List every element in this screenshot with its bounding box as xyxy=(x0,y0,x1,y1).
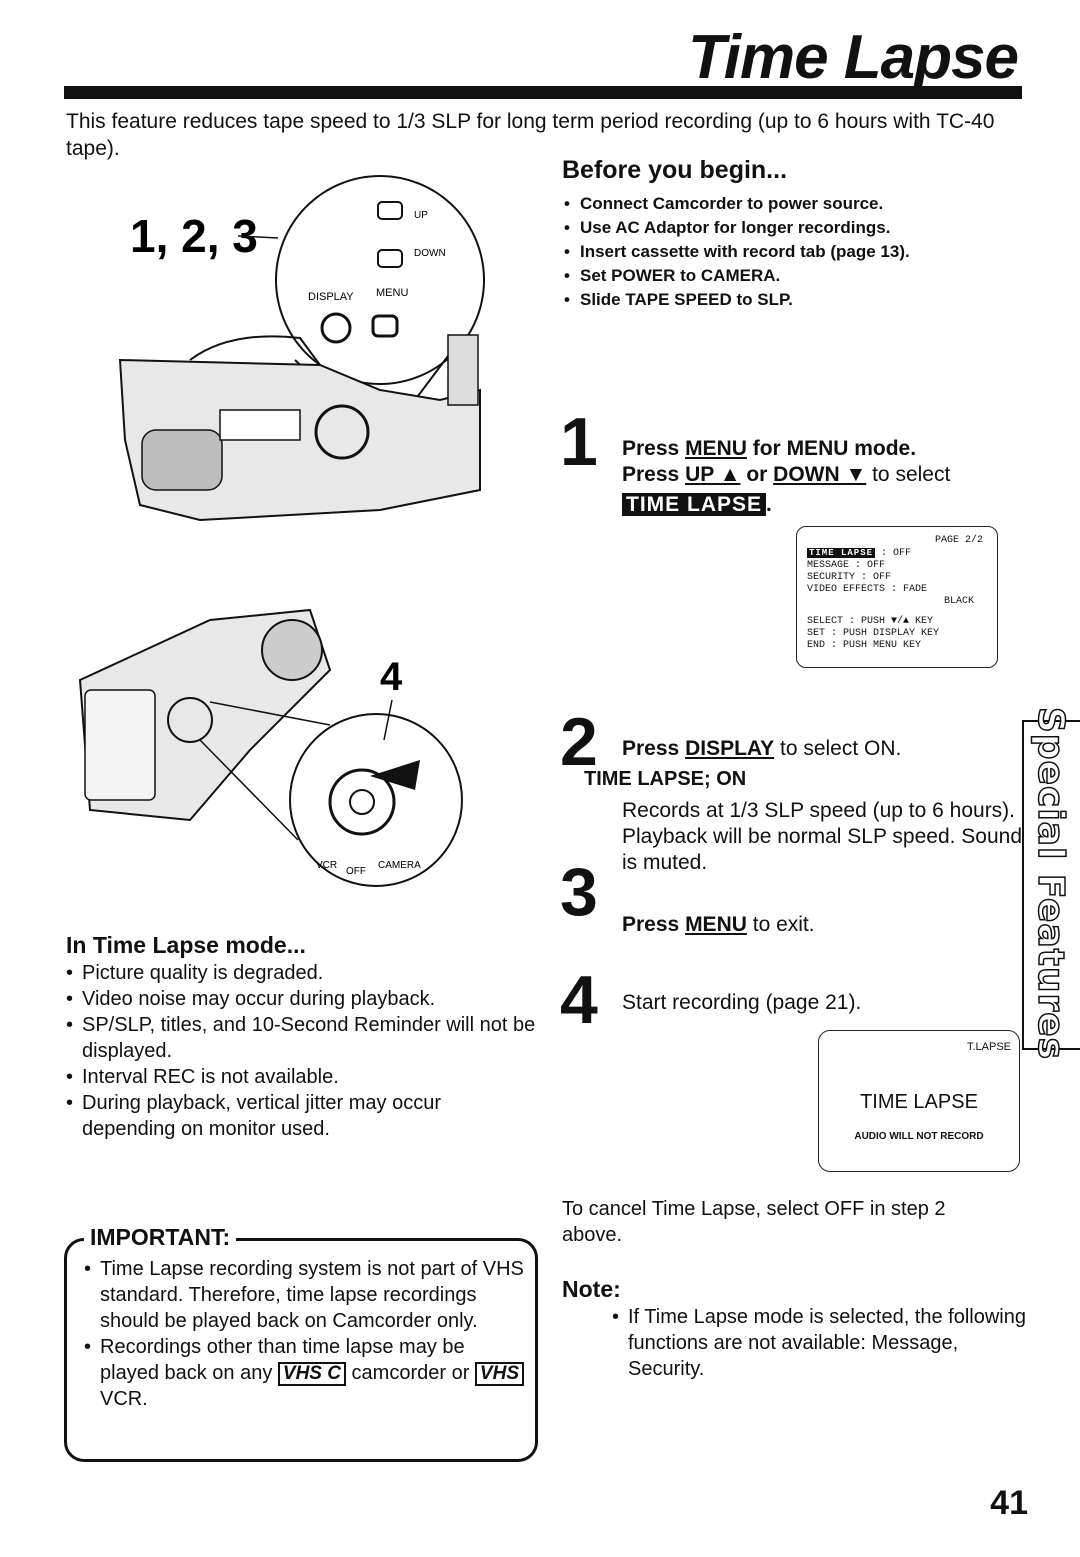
list-item: Time Lapse recording system is not part … xyxy=(84,1256,524,1334)
svg-text:MENU: MENU xyxy=(376,287,408,299)
time-lapse-mode-heading: In Time Lapse mode... xyxy=(66,932,306,958)
list-item: Interval REC is not available. xyxy=(66,1064,536,1090)
list-item: Set POWER to CAMERA. xyxy=(564,264,910,288)
note-heading: Note: xyxy=(562,1276,621,1302)
section-tab-label: Special Features xyxy=(1030,706,1073,1061)
list-item: Recordings other than time lapse may be … xyxy=(84,1334,524,1412)
title-rule xyxy=(64,86,1022,99)
time-lapse-mode-list: Picture quality is degraded. Video noise… xyxy=(66,960,536,1142)
time-lapse-highlight: TIME LAPSE xyxy=(622,493,767,516)
down-button-icon xyxy=(377,249,403,268)
step-2-desc: Records at 1/3 SLP speed (up to 6 hours)… xyxy=(622,799,1023,874)
page-title: Time Lapse xyxy=(687,23,1019,92)
cancel-text: To cancel Time Lapse, select OFF in step… xyxy=(562,1198,946,1246)
intro-text: This feature reduces tape speed to 1/3 S… xyxy=(66,110,995,160)
list-item: Insert cassette with record tab (page 13… xyxy=(564,240,910,264)
button-callout-circle xyxy=(275,175,485,385)
svg-text:DOWN: DOWN xyxy=(414,248,446,259)
step-2-number: 2 xyxy=(560,704,598,780)
list-item: Use AC Adaptor for longer recordings. xyxy=(564,216,910,240)
menu-button-icon xyxy=(371,314,399,338)
figure2-callout: 4 xyxy=(380,655,403,699)
before-you-begin-heading: Before you begin... xyxy=(562,156,788,184)
step-4-text: Start recording (page 21). xyxy=(622,991,862,1014)
list-item: Picture quality is degraded. xyxy=(66,960,536,986)
up-button-icon xyxy=(377,201,403,220)
camcorder-buttons-illustration: 1, 2, 3 UP DOWN DISPLAY MENU xyxy=(118,175,485,522)
svg-text:OFF: OFF xyxy=(346,866,366,877)
important-box xyxy=(64,1238,538,1462)
svg-text:DISPLAY: DISPLAY xyxy=(308,291,354,303)
step-2-sub: TIME LAPSE; ON xyxy=(584,768,747,790)
important-heading: IMPORTANT: xyxy=(84,1224,237,1251)
vhs-logo: VHS xyxy=(474,1362,524,1386)
switch-callout-circle xyxy=(289,713,463,887)
list-item: SP/SLP, titles, and 10-Second Reminder w… xyxy=(66,1012,536,1064)
step-3-number: 3 xyxy=(560,854,598,930)
page-number: 41 xyxy=(990,1484,1028,1522)
time-lapse-screen: T.LAPSE TIME LAPSE AUDIO WILL NOT RECORD xyxy=(818,1030,1020,1172)
step-1-text: Press MENU for MENU mode. Press UP ▲ or … xyxy=(622,437,951,516)
camcorder-power-switch-illustration: 4 VCR OFF CAMERA xyxy=(78,608,463,887)
step-4-number: 4 xyxy=(560,962,598,1038)
step-2-text: Press DISPLAY to select ON. xyxy=(622,737,902,760)
power-switch-icon xyxy=(328,768,396,836)
note-list: If Time Lapse mode is selected, the foll… xyxy=(612,1304,1032,1382)
svg-text:CAMERA: CAMERA xyxy=(378,860,421,871)
svg-text:VCR: VCR xyxy=(316,860,337,871)
before-you-begin-list: Connect Camcorder to power source. Use A… xyxy=(564,192,910,312)
figure1-callout: 1, 2, 3 xyxy=(130,210,258,262)
step-1-number: 1 xyxy=(560,404,598,480)
svg-text:UP: UP xyxy=(414,210,428,221)
vhs-c-logo: VHS C xyxy=(277,1362,346,1386)
menu-screen: PAGE 2/2 TIME LAPSE : OFF MESSAGE : OFF … xyxy=(796,526,998,668)
step-3-text: Press MENU to exit. xyxy=(622,913,815,936)
list-item: Video noise may occur during playback. xyxy=(66,986,536,1012)
list-item: Slide TAPE SPEED to SLP. xyxy=(564,288,910,312)
list-item: If Time Lapse mode is selected, the foll… xyxy=(612,1304,1032,1382)
section-tab xyxy=(1022,720,1080,1050)
important-list: Time Lapse recording system is not part … xyxy=(84,1256,524,1412)
list-item: Connect Camcorder to power source. xyxy=(564,192,910,216)
list-item: During playback, vertical jitter may occ… xyxy=(66,1090,536,1142)
display-button-icon xyxy=(320,312,352,344)
